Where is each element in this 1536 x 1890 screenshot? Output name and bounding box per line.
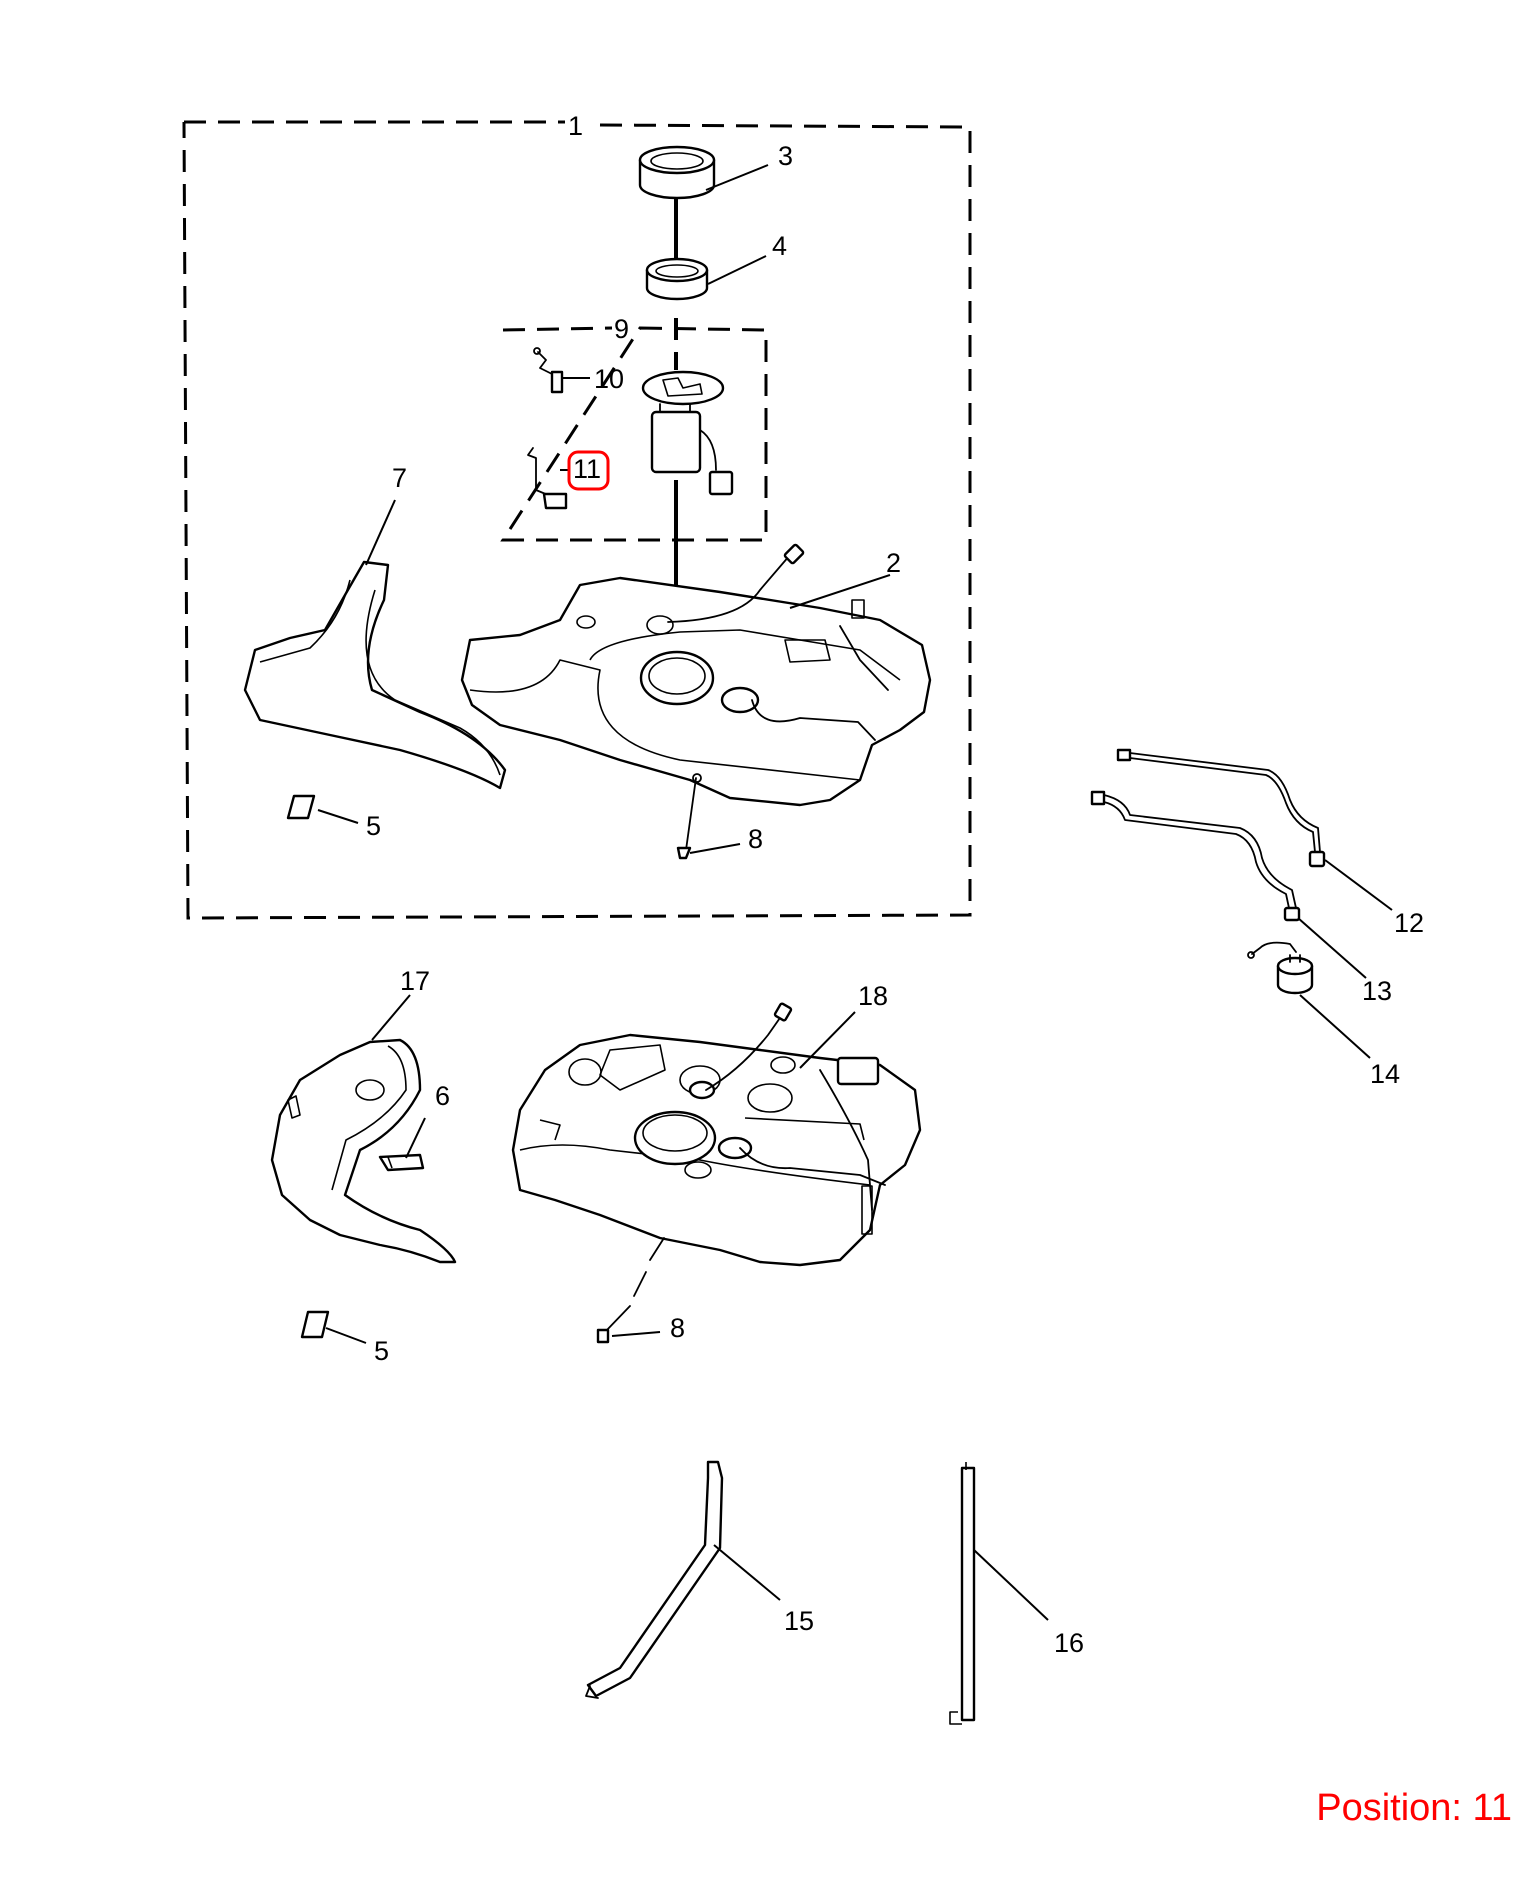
callout-11-highlight [567,450,610,491]
callout-7[interactable]: 7 [392,463,407,493]
callout-10[interactable]: 10 [594,364,624,394]
callout-1[interactable]: 1 [568,111,583,141]
fuel-tank-part-2[interactable] [460,543,932,807]
callout-17[interactable]: 17 [400,966,430,996]
callout-16[interactable]: 16 [1054,1628,1084,1658]
clip-part-5-top[interactable] [286,794,316,820]
callout-6[interactable]: 6 [435,1081,450,1111]
callout-5-bottom[interactable]: 5 [374,1336,389,1366]
assembly-1-boundary [182,120,972,920]
callout-8-bottom[interactable]: 8 [670,1313,685,1343]
position-label: Position: 11 [1316,1787,1512,1829]
callout-11[interactable]: 11 [573,454,601,484]
connector-part-10[interactable] [533,347,564,394]
bracket-part-6[interactable] [378,1153,425,1172]
callout-18[interactable]: 18 [858,981,888,1011]
fuel-tank-part-18[interactable] [511,1002,922,1267]
callout-14[interactable]: 14 [1370,1059,1400,1089]
heat-shield-part-7[interactable] [243,560,507,790]
heat-shield-part-17[interactable] [270,1038,457,1264]
fuel-pump-module-part-9[interactable] [641,370,734,496]
level-sensor-part-11[interactable] [527,447,568,510]
callout-5-top[interactable]: 5 [366,811,381,841]
callout-9[interactable]: 9 [614,314,629,344]
clip-part-5-bottom[interactable] [300,1310,330,1339]
fuel-line-part-13[interactable] [1090,790,1301,922]
fuel-filter-part-14[interactable] [1247,941,1314,995]
leader-lines [317,164,1393,1621]
callout-15[interactable]: 15 [784,1606,814,1636]
callout-12[interactable]: 12 [1394,908,1424,938]
lock-ring-part-3[interactable] [638,145,716,200]
callout-3[interactable]: 3 [778,141,793,171]
strap-part-16[interactable] [949,1462,976,1725]
callout-8-top[interactable]: 8 [748,824,763,854]
seal-part-4[interactable] [645,257,709,301]
fuel-line-part-12[interactable] [1116,748,1326,868]
bolt-part-8-top[interactable] [676,773,702,860]
bolt-part-8-bottom[interactable] [596,1237,665,1344]
assembly-9-boundary [500,326,768,542]
callout-13[interactable]: 13 [1362,976,1392,1006]
strap-part-15[interactable] [585,1460,724,1699]
callout-4[interactable]: 4 [772,231,787,261]
callout-2[interactable]: 2 [886,548,901,578]
